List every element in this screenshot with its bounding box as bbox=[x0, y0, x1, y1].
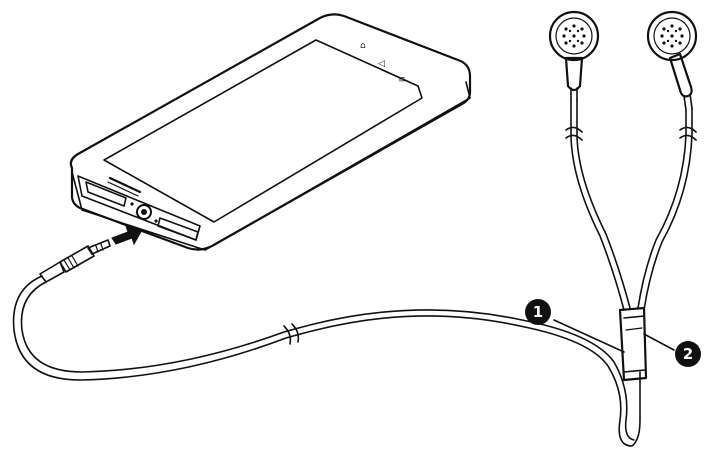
svg-text:◁: ◁ bbox=[378, 59, 385, 69]
right-wire-break-mark bbox=[679, 126, 697, 141]
callout-2-leader bbox=[643, 333, 675, 351]
callout-1-number: 1 bbox=[533, 303, 543, 321]
speaker-slot bbox=[108, 176, 142, 194]
svg-text:≡: ≡ bbox=[398, 75, 406, 85]
callout-2: 2 bbox=[643, 333, 701, 367]
insert-direction-arrow bbox=[111, 225, 143, 246]
callout-1-leader bbox=[553, 319, 625, 353]
right-earbud bbox=[646, 10, 698, 111]
svg-text:⌂: ⌂ bbox=[360, 41, 366, 51]
left-wire-break-mark bbox=[565, 126, 583, 141]
earbud-wires bbox=[565, 99, 697, 311]
touch-key-icons: ⌂ ◁ ≡ bbox=[360, 41, 406, 85]
cable-break-mark bbox=[283, 323, 300, 345]
mic-switch-unit bbox=[618, 306, 648, 382]
callout-2-number: 2 bbox=[683, 345, 693, 363]
earphone-plug bbox=[39, 239, 111, 283]
smartphone: ⌂ ◁ ≡ bbox=[69, 13, 472, 251]
phone-screen bbox=[103, 39, 423, 223]
callout-1-badge bbox=[525, 299, 551, 325]
left-earbud bbox=[548, 10, 600, 101]
callout-2-badge bbox=[675, 341, 701, 367]
callout-1: 1 bbox=[525, 299, 625, 353]
main-cable bbox=[12, 275, 641, 447]
phone-body bbox=[69, 13, 472, 251]
phone-body-side bbox=[71, 81, 471, 251]
